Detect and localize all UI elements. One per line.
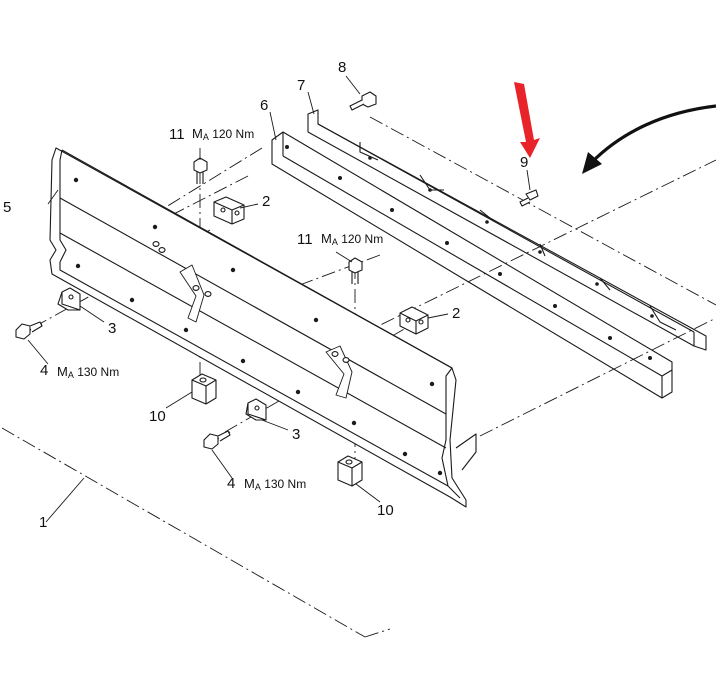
torque-symbol: M	[321, 231, 332, 246]
torque-value: 120 Nm	[341, 232, 384, 246]
torque-value: 120 Nm	[212, 127, 255, 141]
callout-3: 3	[292, 426, 301, 443]
callout-4: 4	[227, 475, 236, 492]
torque-label-bolt-11: MA 120 Nm	[192, 127, 254, 142]
bracket-part-3	[57, 287, 267, 421]
torque-subscript: A	[67, 370, 74, 380]
torque-value: 130 Nm	[264, 477, 307, 491]
torque-label-bolt-11: MA 120 Nm	[321, 232, 383, 247]
callout-3: 3	[108, 320, 117, 337]
red-arrow-icon	[514, 82, 540, 158]
rear-rail-part-6	[271, 131, 673, 399]
front-panel-part-5	[49, 147, 477, 508]
callout-2: 2	[262, 193, 271, 210]
torque-subscript: A	[254, 482, 261, 492]
torque-label-bolt-4: MA 130 Nm	[57, 365, 119, 380]
bolt-part-4	[15, 321, 231, 450]
torque-label-bolt-4: MA 130 Nm	[244, 477, 306, 492]
callout-4: 4	[40, 362, 49, 379]
callout-11: 11	[297, 231, 313, 248]
bolt-part-8	[349, 91, 377, 111]
rail-holes	[285, 145, 654, 360]
spacer-block-part-2	[213, 196, 429, 335]
callout-2: 2	[452, 305, 461, 322]
callout-8: 8	[338, 59, 347, 76]
callout-10: 10	[149, 408, 166, 425]
torque-value: 130 Nm	[77, 365, 120, 379]
torque-symbol: M	[192, 126, 203, 141]
torque-symbol: M	[244, 476, 255, 491]
callout-9: 9	[520, 154, 529, 171]
torque-symbol: M	[57, 364, 68, 379]
torque-subscript: A	[202, 132, 209, 142]
callout-1: 1	[39, 514, 48, 531]
curved-arrow-icon	[582, 104, 716, 174]
callout-6: 6	[260, 97, 269, 114]
callout-11: 11	[169, 126, 185, 143]
callout-7: 7	[297, 77, 306, 94]
leader-lines	[27, 75, 531, 523]
callout-10: 10	[377, 502, 394, 519]
torque-subscript: A	[331, 237, 338, 247]
guide-strip-part-7	[307, 109, 707, 351]
block-part-10	[191, 373, 363, 487]
screw-part-9	[519, 189, 539, 207]
callout-5: 5	[3, 199, 12, 216]
